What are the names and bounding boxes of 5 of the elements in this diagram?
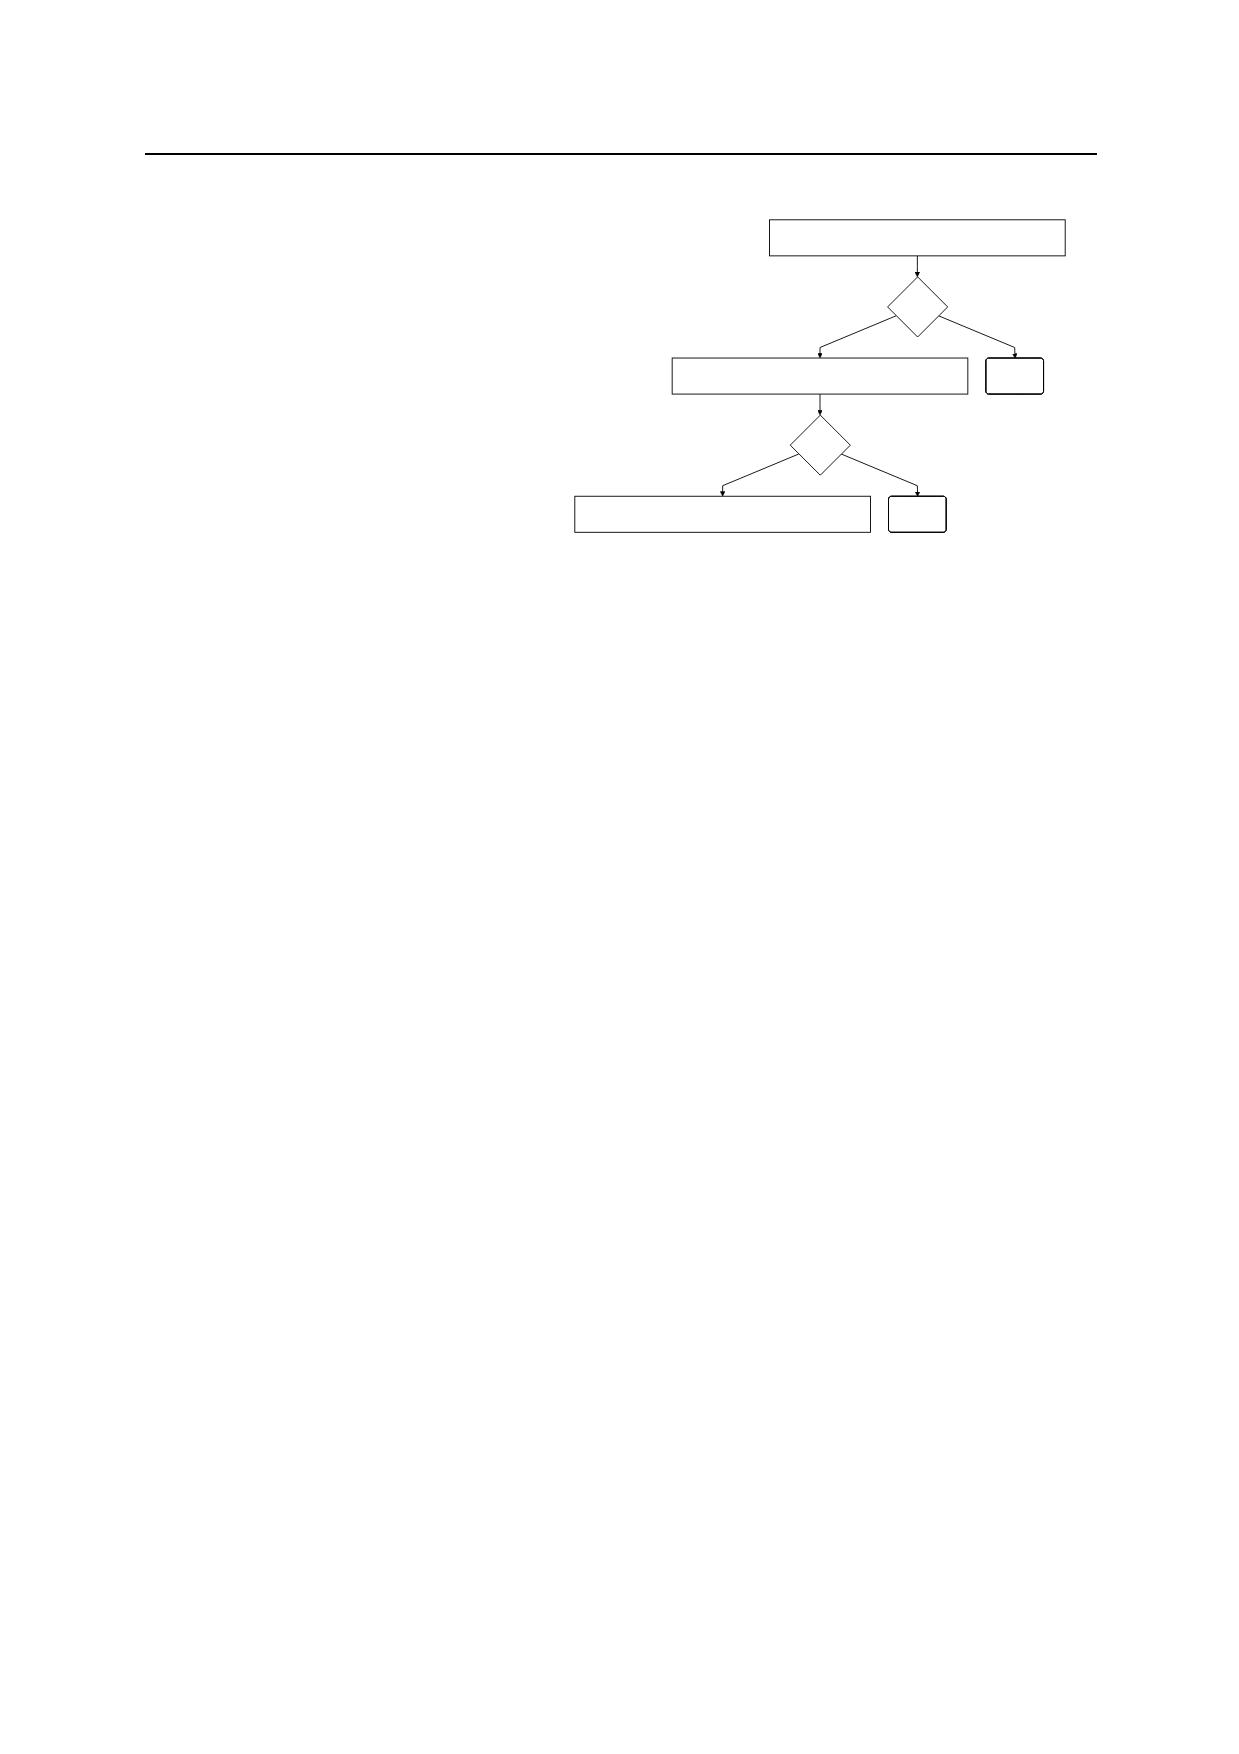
node-box [574,495,871,533]
node-diamond [789,414,851,476]
node-diamond [887,276,949,338]
node-box [769,219,1066,257]
node-box [671,357,969,395]
